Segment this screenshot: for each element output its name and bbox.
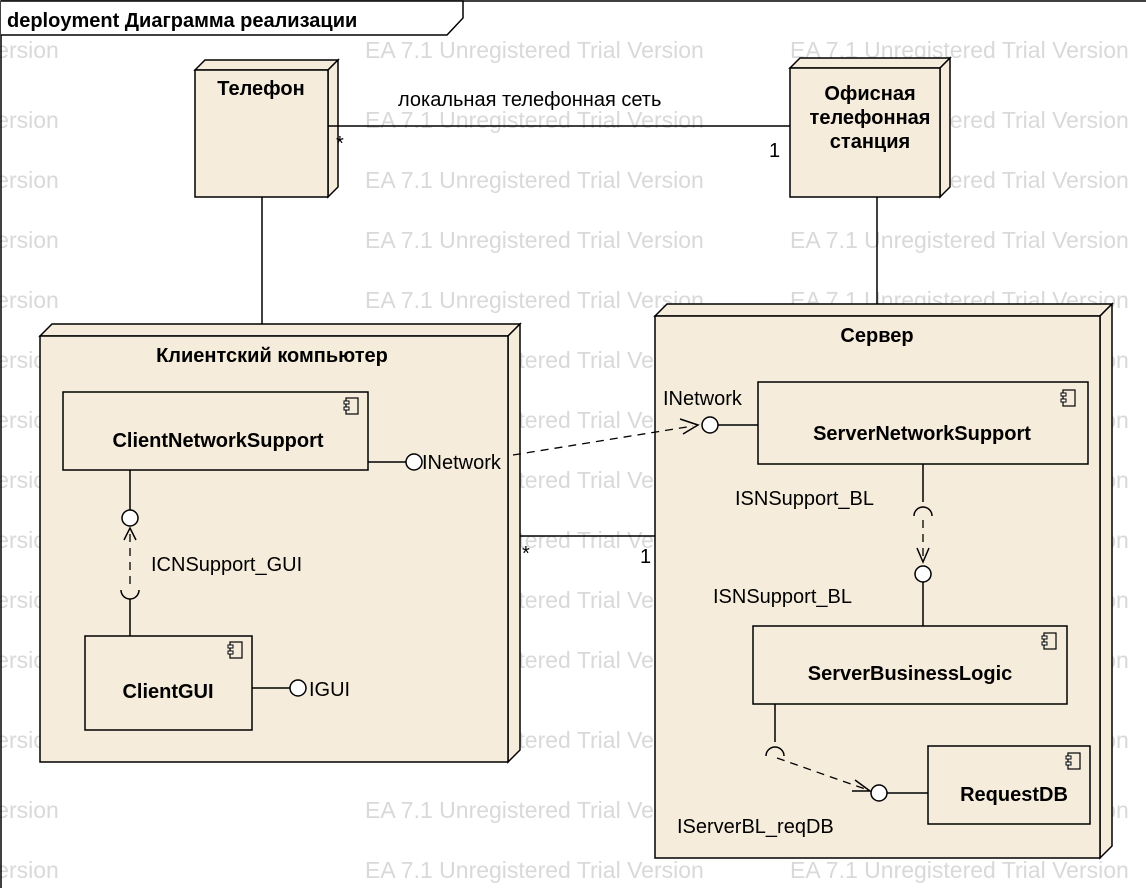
watermark-row: EA 7.1 Unregistered Trial Version [0,857,59,883]
node-client-label: Клиентский компьютер [156,345,388,367]
interface-label: IServerBL_reqDB [677,816,834,838]
watermark-row: EA 7.1 Unregistered Trial Version [0,287,59,313]
node-office-exchange[interactable]: Офисная телефонная станция [788,56,952,199]
component-label: ServerNetworkSupport [813,423,1031,445]
watermark-row: EA 7.1 Unregistered Trial Version [0,107,59,133]
watermark-row: EA 7.1 Unregistered Trial Version [0,227,59,253]
component-icon [227,641,243,659]
interface-server-inetwork[interactable]: INetwork [663,388,758,434]
interface-label: IGUI [309,679,350,701]
component-icon [1065,752,1081,770]
component-label: ClientNetworkSupport [112,430,323,452]
interface-label: ISNSupport_BL [713,586,852,608]
interface-client-inetwork[interactable]: INetwork [368,452,502,474]
interface-icnsupport-gui[interactable]: ICNSupport_GUI [120,470,302,636]
component-server-business-logic[interactable]: ServerBusinessLogic [752,625,1068,705]
component-request-db[interactable]: RequestDB [927,745,1091,825]
interface-igui[interactable]: IGUI [252,679,350,701]
node-phone-label: Телефон [217,78,304,100]
connector-client-server[interactable]: * 1 [520,535,655,568]
watermark-row: EA 7.1 Unregistered Trial Version [365,857,704,883]
watermark-row: EA 7.1 Unregistered Trial Version [365,107,704,133]
component-label: ServerBusinessLogic [808,663,1013,685]
node-server-label: Сервер [840,325,913,347]
interface-label: ICNSupport_GUI [151,554,302,576]
component-client-network-support[interactable]: ClientNetworkSupport [62,391,369,471]
watermark-row: EA 7.1 Unregistered Trial Version [790,227,1129,253]
interface-label: INetwork [422,452,502,474]
multiplicity-label: 1 [769,140,780,162]
interface-isnsupport-bl[interactable]: ISNSupport_BL ISNSupport_BL [713,464,933,626]
watermark-row: EA 7.1 Unregistered Trial Version [0,37,59,63]
multiplicity-label: * [336,133,344,155]
watermark-row: EA 7.1 Unregistered Trial Version [0,167,59,193]
component-label: RequestDB [960,784,1068,806]
component-icon [1060,389,1076,407]
node-exchange-label-line: телефонная [810,107,931,129]
node-exchange-label-line: станция [830,131,910,153]
component-client-gui[interactable]: ClientGUI [84,635,253,731]
component-icon [343,397,359,415]
interface-label: INetwork [663,388,743,410]
watermark-row: EA 7.1 Unregistered Trial Version [365,167,704,193]
watermark-row: EA 7.1 Unregistered Trial Version [365,37,704,63]
interface-iserverbl-reqdb[interactable]: IServerBL_reqDB [677,704,928,838]
watermark-row: EA 7.1 Unregistered Trial Version [365,227,704,253]
multiplicity-label: * [522,543,530,565]
connector-label: локальная телефонная сеть [398,89,661,111]
connector-phone-exchange[interactable]: локальная телефонная сеть * 1 [328,89,790,162]
watermark-row: EA 7.1 Unregistered Trial Version [365,797,704,823]
component-server-network-support[interactable]: ServerNetworkSupport [757,381,1089,465]
watermark-row: EA 7.1 Unregistered Trial Version [365,287,704,313]
component-icon [1041,632,1057,650]
watermark-row: EA 7.1 Unregistered Trial Version [790,857,1129,883]
dependency-inetwork[interactable] [512,418,700,456]
multiplicity-label: 1 [640,546,651,568]
interface-label: ISNSupport_BL [735,488,874,510]
node-phone[interactable]: Телефон [193,58,340,199]
component-label: ClientGUI [122,681,213,703]
frame-title: deployment Диаграмма реализации [7,10,357,32]
node-exchange-label-line: Офисная [824,83,915,105]
watermark-row: EA 7.1 Unregistered Trial Version [0,797,59,823]
